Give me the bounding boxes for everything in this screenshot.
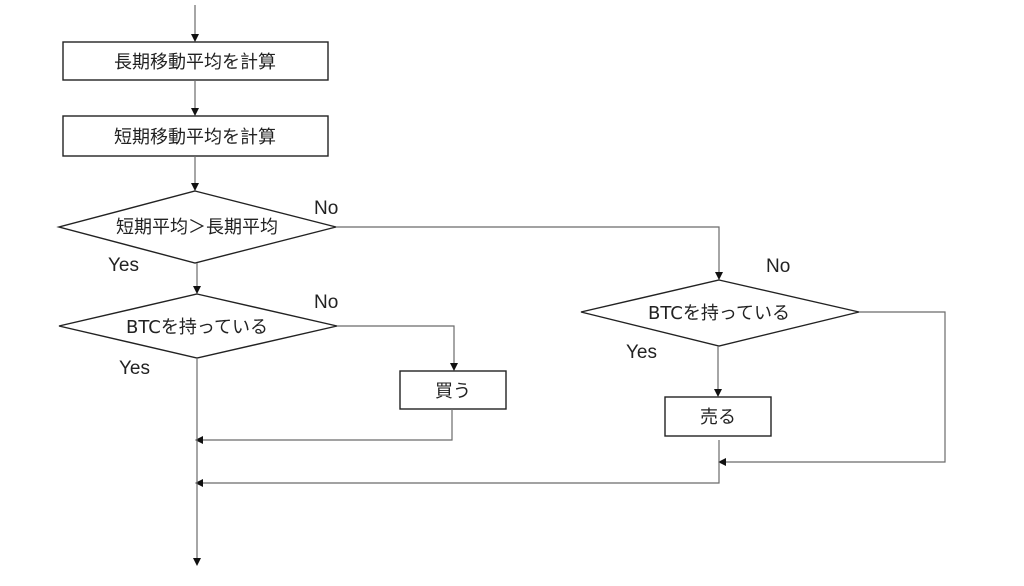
connector-no — [726, 311, 946, 463]
connector-no — [336, 226, 720, 273]
arrow-head — [450, 363, 458, 371]
arrow-head — [195, 479, 203, 487]
connector-buy-return — [203, 409, 453, 441]
arrow-head — [193, 286, 201, 294]
has-btc-right-yes-label: Yes — [626, 342, 657, 363]
arrow-head — [193, 558, 201, 566]
has-btc-right-no-label: No — [766, 256, 790, 277]
decision-compare-averages — [56, 190, 337, 264]
arrow-head — [191, 34, 199, 42]
arrow-head — [718, 458, 726, 466]
decision-has-btc-right-label: BTCを持っている — [648, 303, 790, 324]
connector-sell-return — [203, 440, 720, 484]
decision-has-btc-right — [580, 279, 860, 347]
process-sell-label: 売る — [700, 407, 736, 428]
connector-no — [337, 325, 455, 364]
decision-compare-averages-label: 短期平均＞長期平均 — [116, 217, 278, 238]
arrow-head — [714, 389, 722, 397]
process-buy — [399, 370, 507, 410]
process-buy-label: 買う — [435, 381, 471, 402]
compare-no-label: No — [314, 198, 338, 219]
arrow-head — [191, 108, 199, 116]
has-btc-left-no-label: No — [314, 292, 338, 313]
arrow-head — [195, 436, 203, 444]
process-sell — [664, 396, 772, 437]
process-calc-short-average — [62, 115, 329, 157]
has-btc-left-yes-label: Yes — [119, 358, 150, 379]
process-calc-long-average-label: 長期移動平均を計算 — [114, 52, 276, 73]
arrow-head — [715, 272, 723, 280]
process-calc-short-average-label: 短期移動平均を計算 — [114, 127, 276, 148]
decision-has-btc-left-label: BTCを持っている — [126, 317, 268, 338]
compare-yes-label: Yes — [108, 255, 139, 276]
arrow-head — [191, 183, 199, 191]
